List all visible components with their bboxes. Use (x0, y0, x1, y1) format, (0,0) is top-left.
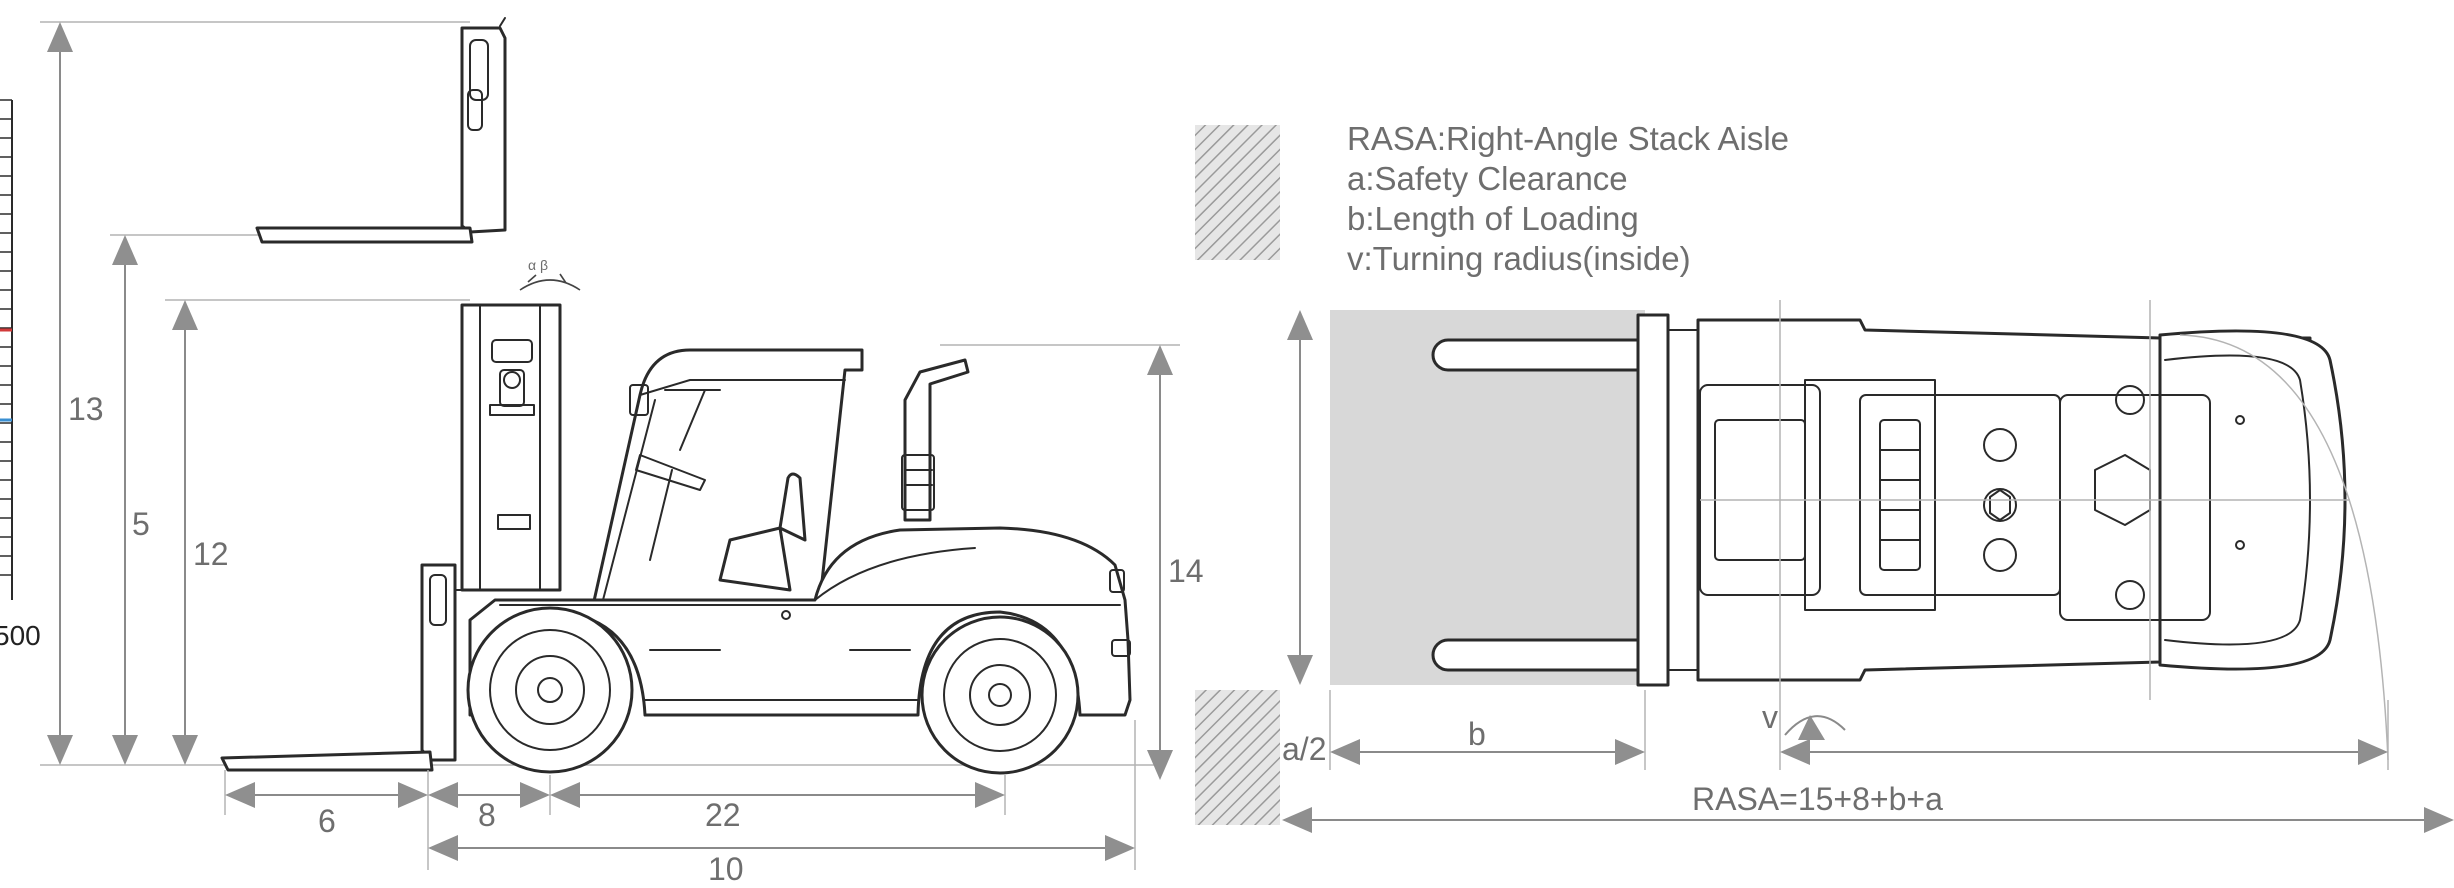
mast: α β (460, 257, 581, 592)
svg-text:α β: α β (528, 257, 548, 273)
dim-6-label: 6 (318, 803, 336, 839)
legend-item-b: b:Length of Loading (1347, 200, 1639, 237)
load-area (1330, 310, 1645, 685)
exhaust-pipe (901, 358, 970, 522)
dim-12: 12 (172, 300, 229, 765)
dim-13-label: 13 (68, 391, 104, 427)
turning-radius-marker: v (1762, 699, 1846, 740)
dim-14-label: 14 (1168, 553, 1204, 589)
dim-8-label: 8 (478, 797, 496, 833)
lowered-forks (220, 563, 501, 772)
edge-scale-label: 500 (0, 620, 41, 651)
dim-12-label: 12 (193, 536, 229, 572)
legend: RASA:Right-Angle Stack Aisle a:Safety Cl… (1195, 120, 1789, 277)
dim-22-label: 22 (705, 797, 741, 833)
legend-item-rasa: RASA:Right-Angle Stack Aisle (1347, 120, 1789, 157)
dim-5: 5 (112, 235, 150, 765)
legend-item-v: v:Turning radius(inside) (1347, 240, 1691, 277)
legend-hatch-swatch (1195, 125, 1280, 260)
dim-6: 6 (225, 782, 428, 839)
v-label: v (1762, 699, 1778, 735)
dim-10: 10 (428, 835, 1135, 887)
dim-22: 22 (550, 782, 1005, 833)
top-view: v a/2 b RASA=15+8+b+a (1195, 300, 2454, 833)
rear-wheel (920, 615, 1080, 775)
dim-8: 8 (428, 782, 550, 833)
dim-13: 13 (47, 22, 104, 765)
dim-10-label: 10 (708, 851, 744, 887)
dim-14: 14 (1147, 345, 1204, 780)
cabin (590, 348, 864, 612)
dim-5-label: 5 (132, 506, 150, 542)
rasa-formula-label: RASA=15+8+b+a (1692, 781, 1943, 817)
raised-forks (255, 17, 507, 244)
cropped-scale-fragment: 500 (0, 99, 41, 651)
dim-rasa: RASA=15+8+b+a (1282, 781, 2454, 833)
dim-b: b (1330, 716, 1645, 765)
stack-hatch (1195, 690, 1280, 825)
side-view: α β (40, 17, 1204, 887)
front-wheel (466, 606, 634, 774)
a-half-label: a/2 (1282, 731, 1326, 767)
dim-b-label: b (1468, 716, 1486, 752)
legend-item-a: a:Safety Clearance (1347, 160, 1628, 197)
